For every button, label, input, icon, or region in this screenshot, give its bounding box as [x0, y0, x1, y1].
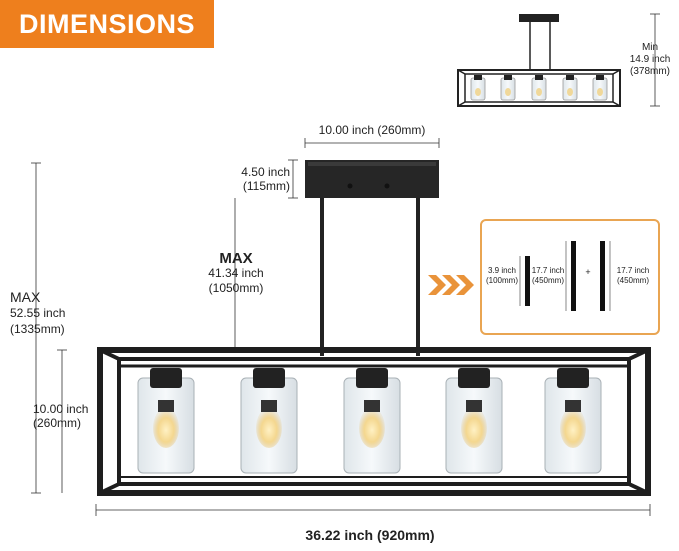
- overall-max-height-label: MAX 52.55 inch (1335mm): [10, 289, 66, 336]
- suspension-rods: [320, 198, 420, 356]
- arrow-chevrons-icon: [428, 275, 474, 295]
- frame-cage: [97, 347, 651, 496]
- thumbnail-min-height-label: Min 14.9 inch (378mm): [629, 42, 671, 77]
- thumbnail-dimension-line: [650, 13, 660, 107]
- plus-sign: +: [585, 267, 591, 277]
- canopy-height-line: [288, 159, 298, 199]
- canopy-width-label: 10.00 inch (260mm): [318, 123, 426, 137]
- frame-height-label: 10.00 inch (260mm): [33, 402, 89, 430]
- frame-width-line: [95, 504, 651, 516]
- rods-inset-panel: 3.9 inch (100mm) 17.7 inch (450mm) + 17.…: [480, 219, 660, 335]
- rod-long-icon: [571, 241, 576, 311]
- rod3-length-label: 17.7 inch (450mm): [616, 266, 650, 285]
- canopy-height-label: 4.50 inch (115mm): [241, 165, 290, 193]
- overall-height-line: [31, 162, 41, 494]
- frame-height-line: [57, 349, 67, 493]
- canopy: [305, 160, 439, 198]
- rod2-length-label: 17.7 inch (450mm): [531, 266, 565, 285]
- rod-short-icon: [525, 256, 530, 306]
- light-shades: [137, 368, 602, 474]
- rod1-length-label: 3.9 inch (100mm): [485, 266, 518, 285]
- dimensions-title-badge: DIMENSIONS: [0, 0, 214, 48]
- thumbnail-fixture: [457, 14, 621, 107]
- canopy-width-line: [304, 138, 440, 148]
- frame-width-label: 36.22 inch (920mm): [305, 527, 435, 543]
- rod-long-icon-2: [600, 241, 605, 311]
- rod-max-length-label: MAX 41.34 inch (1050mm): [208, 250, 264, 295]
